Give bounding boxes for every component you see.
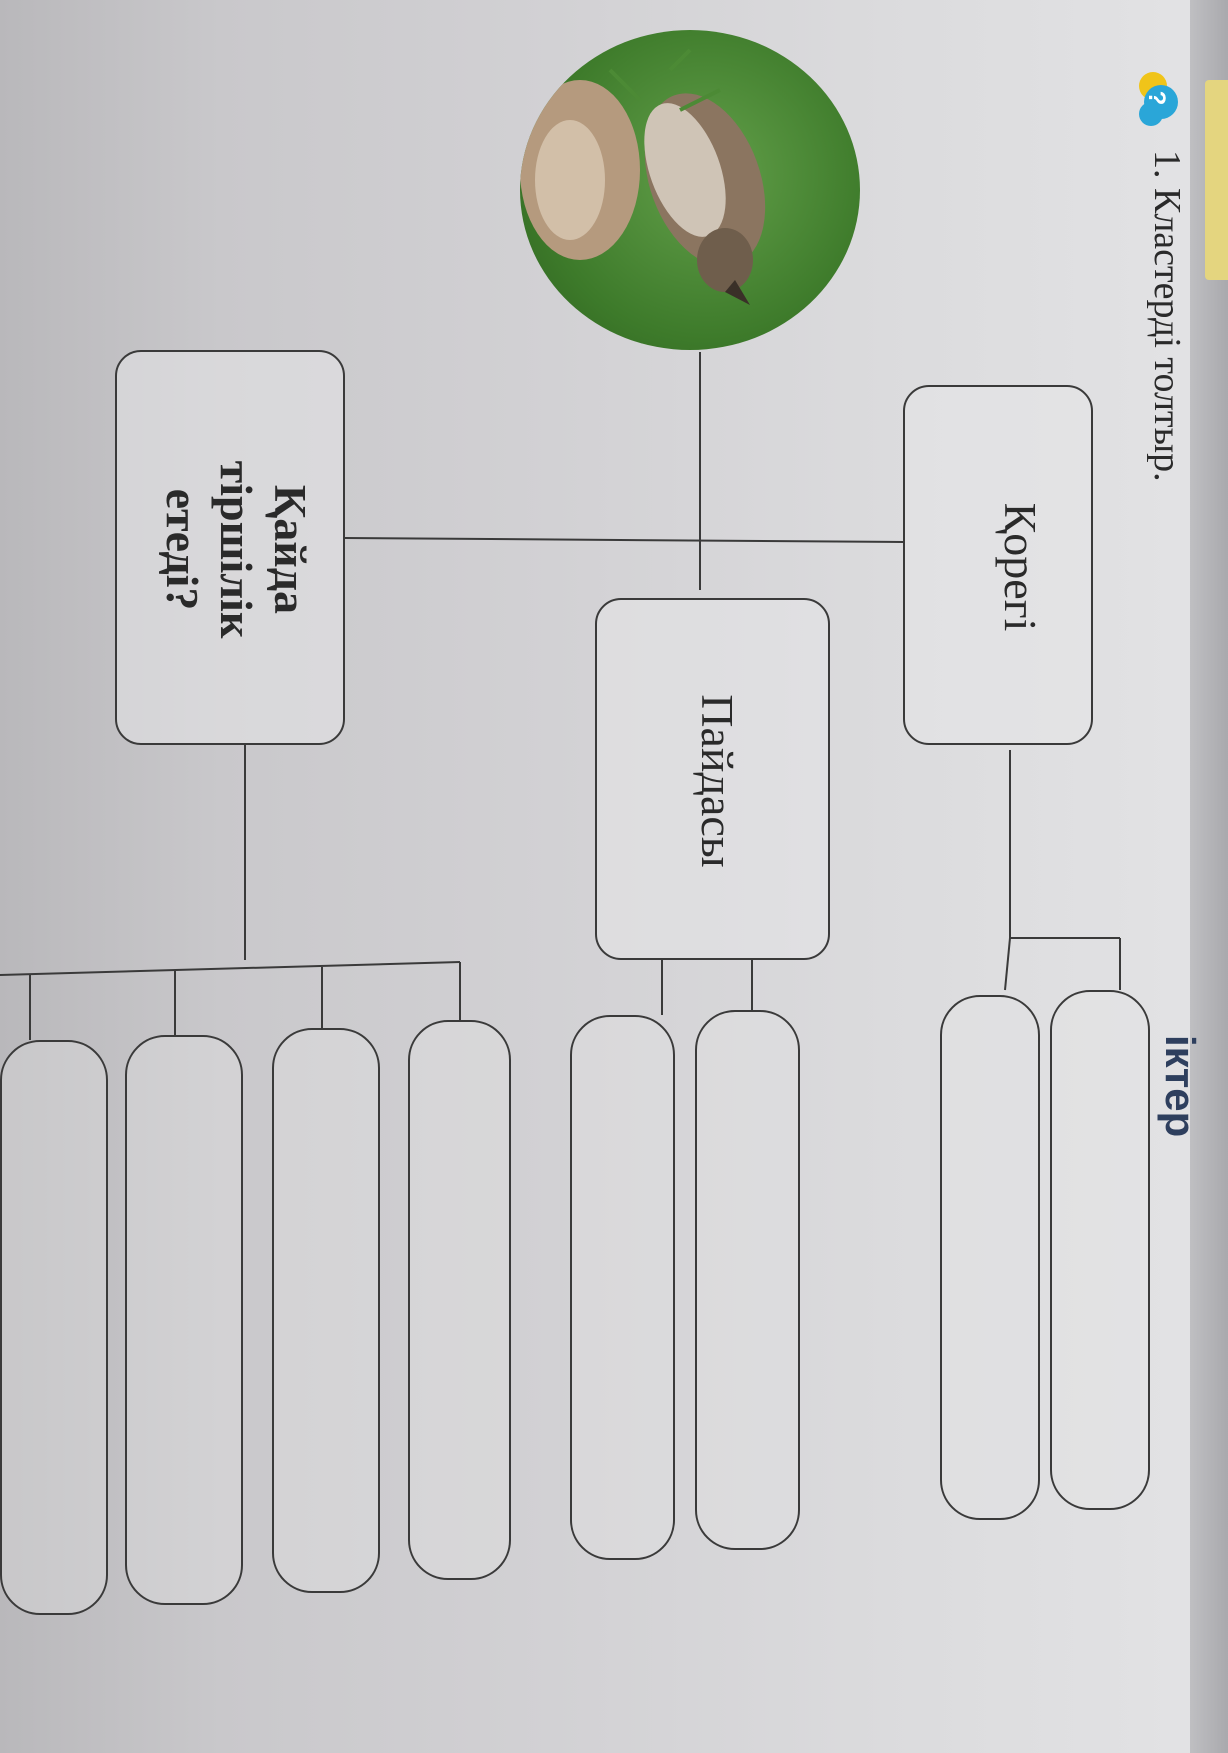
cluster-benefit: Пайдасы — [595, 598, 830, 960]
habitat-answer-slot-1[interactable] — [408, 1020, 511, 1580]
cluster-habitat-line1: Қайда — [265, 484, 316, 615]
question-cloud-icon: ? — [1139, 72, 1178, 126]
cluster-food: Қорегі — [903, 385, 1093, 745]
cluster-habitat: Қайда тіршілік етеді? — [115, 350, 345, 745]
food-answer-slot-1[interactable] — [1050, 990, 1150, 1510]
benefit-answer-slot-1[interactable] — [695, 1010, 800, 1550]
svg-text:?: ? — [1143, 91, 1170, 106]
cluster-habitat-line3: етеді? — [157, 488, 208, 611]
bird-photo — [520, 30, 860, 350]
cluster-benefit-label: Пайдасы — [692, 694, 743, 868]
habitat-answer-slot-2[interactable] — [272, 1028, 380, 1593]
benefit-answer-slot-2[interactable] — [570, 1015, 675, 1560]
header-strip — [1205, 80, 1228, 280]
food-answer-slot-2[interactable] — [940, 995, 1040, 1520]
habitat-answer-slot-3[interactable] — [125, 1035, 243, 1605]
habitat-answer-slot-4[interactable] — [0, 1040, 108, 1615]
page-edge — [1190, 0, 1228, 1753]
cluster-habitat-line2: тіршілік — [211, 460, 262, 639]
cluster-food-label: Қорегі — [995, 502, 1046, 632]
cluster-habitat-label: Қайда тіршілік етеді? — [155, 352, 317, 747]
